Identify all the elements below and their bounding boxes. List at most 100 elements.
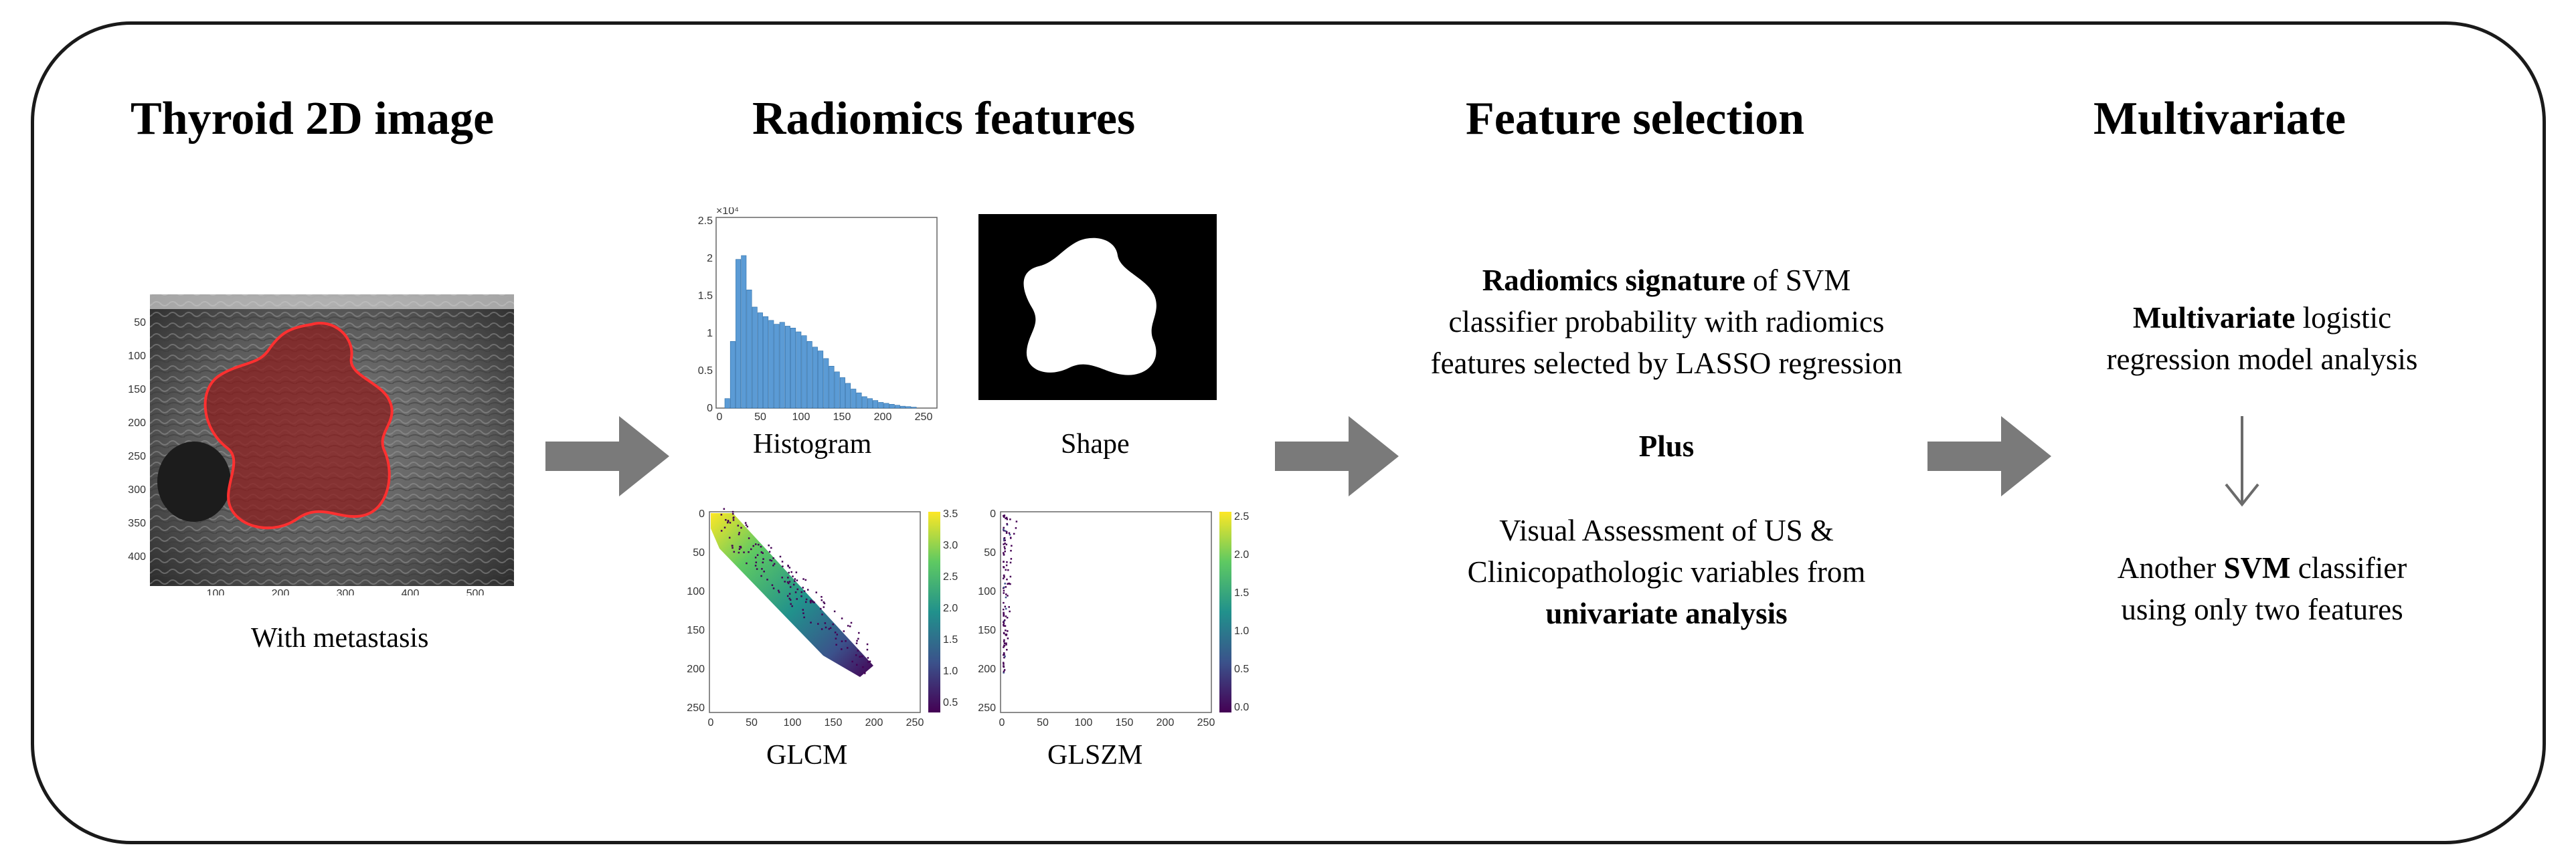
histogram-bar — [741, 255, 747, 409]
histogram-bar — [757, 312, 763, 409]
glcm-point — [821, 599, 823, 601]
glszm-point — [1005, 596, 1007, 599]
glcm-point — [820, 607, 822, 610]
histogram-bar — [873, 400, 879, 409]
glszm-point — [1005, 607, 1007, 610]
histogram-y-tick: 2.5 — [698, 215, 713, 227]
glcm-point — [805, 598, 808, 601]
histogram-bar — [801, 335, 807, 409]
glszm-point — [1003, 639, 1005, 642]
ultrasound-x-tick: 300 — [337, 588, 355, 595]
glszm-colorbar-tick: 1.5 — [1234, 587, 1249, 599]
glcm-point — [725, 518, 727, 521]
histogram-x-tick: 0 — [717, 411, 723, 423]
glszm-point — [1004, 547, 1006, 550]
glcm-point — [772, 565, 774, 567]
glszm-point — [1005, 642, 1007, 644]
glcm-point — [788, 597, 790, 600]
glszm-point — [1003, 672, 1005, 674]
histogram-bar — [812, 347, 818, 409]
histogram-bar — [779, 322, 785, 409]
glcm-x-tick: 200 — [865, 717, 883, 729]
plus-text: Plus — [1638, 429, 1695, 463]
glszm-colorbar-tick: 0.0 — [1234, 702, 1249, 713]
glcm-point — [862, 666, 864, 668]
glcm-point — [733, 516, 735, 518]
ultrasound-y-tick: 150 — [128, 384, 146, 395]
glszm-point — [1003, 619, 1006, 621]
glcm-point — [836, 634, 839, 636]
glcm-x-tick: 100 — [784, 717, 802, 729]
ultrasound-y-tick: 100 — [128, 351, 146, 362]
shape-caption: Shape — [1061, 429, 1130, 460]
glszm-point — [1009, 518, 1011, 520]
glcm-point — [821, 628, 823, 630]
glszm-point — [1004, 583, 1006, 585]
glcm-point — [855, 664, 858, 666]
glcm-point — [823, 602, 826, 605]
glcm-point — [728, 537, 731, 539]
glcm-point — [784, 581, 786, 583]
glcm-point — [782, 565, 784, 567]
glszm-point — [1005, 586, 1007, 588]
glcm-point — [821, 613, 823, 615]
glszm-point — [1003, 546, 1006, 548]
glszm-point — [1003, 665, 1005, 668]
glcm-colorbar-tick: 2.0 — [943, 603, 958, 614]
glcm-point — [809, 600, 812, 602]
glcm-point — [745, 524, 748, 526]
plus-label: Plus — [1389, 425, 1944, 467]
glszm-point — [1005, 531, 1008, 533]
ultrasound-y-tick: 350 — [128, 518, 146, 529]
glcm-point — [806, 589, 809, 591]
glszm-point — [1003, 632, 1005, 634]
histogram-x-tick: 250 — [915, 411, 933, 423]
glszm-x-tick: 250 — [1197, 717, 1215, 729]
glcm-point — [823, 601, 825, 603]
multivariate-rest: logistic — [2295, 301, 2392, 334]
glszm-point — [1003, 577, 1005, 579]
arrow-right-2 — [1275, 416, 1399, 496]
histogram-exponent: ×10⁴ — [716, 207, 739, 217]
radiomics-signature-bold: Radiomics signature — [1482, 264, 1745, 297]
title-thyroid-image: Thyroid 2D image — [131, 93, 495, 144]
multivariate-bold: Multivariate — [2132, 301, 2296, 334]
glszm-y-tick: 250 — [978, 702, 996, 714]
glszm-point — [1003, 601, 1005, 604]
glcm-point — [788, 571, 790, 574]
glszm-point — [1015, 527, 1017, 529]
glszm-point — [1003, 622, 1005, 624]
glcm-colorbar-tick: 1.0 — [943, 666, 958, 677]
glszm-point — [1003, 642, 1006, 644]
glcm-point — [800, 591, 802, 593]
glszm-point — [1003, 543, 1005, 545]
glszm-point — [1005, 630, 1007, 632]
glszm-point — [1003, 514, 1005, 517]
histogram-bar — [768, 320, 774, 409]
glszm-point — [1005, 634, 1008, 636]
glcm-point — [792, 583, 795, 586]
glszm-point — [1005, 564, 1008, 567]
glcm-point — [723, 526, 726, 528]
glszm-point — [1009, 561, 1012, 564]
glszm-point — [1003, 654, 1005, 656]
glcm-point — [863, 672, 866, 674]
glcm-caption: GLCM — [766, 740, 848, 771]
glszm-point — [1005, 615, 1007, 617]
glcm-point — [857, 650, 859, 652]
glcm-point — [841, 640, 843, 642]
glszm-point — [1007, 630, 1009, 632]
glcm-point — [769, 559, 771, 561]
glcm-point — [835, 644, 837, 646]
glcm-colorbar-tick: 2.5 — [943, 571, 958, 583]
histogram-bar — [889, 403, 895, 409]
glcm-point — [794, 580, 796, 582]
glszm-point — [1003, 652, 1005, 654]
glszm-point — [1013, 533, 1015, 535]
glcm-point — [823, 606, 825, 608]
glcm-point — [795, 571, 798, 573]
glcm-point — [791, 605, 793, 607]
glcm-x-tick: 0 — [708, 717, 714, 729]
